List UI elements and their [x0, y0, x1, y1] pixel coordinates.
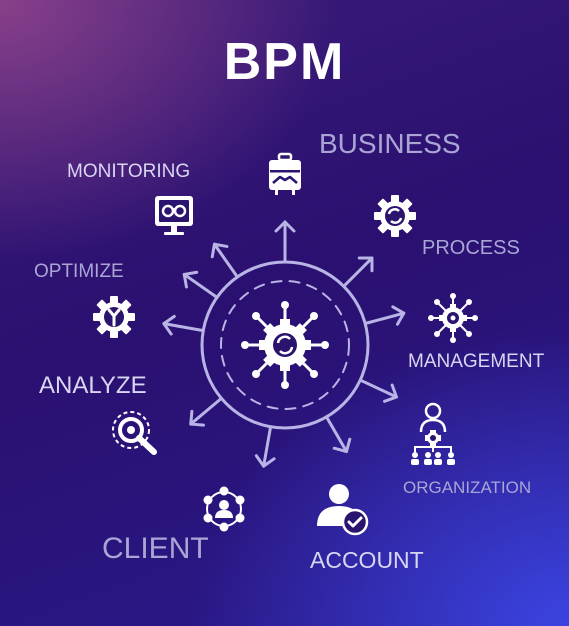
arrow-line-4	[326, 417, 348, 454]
label-management: MANAGEMENT	[408, 351, 545, 372]
arrow-line-8	[182, 272, 217, 298]
label-business: BUSINESS	[319, 128, 461, 159]
gear-network-icon	[428, 293, 478, 343]
center-gear-network-icon	[241, 301, 329, 389]
arrow-head-3	[383, 383, 398, 403]
user-check-icon	[317, 484, 369, 536]
monitor-binoculars-icon	[155, 196, 193, 235]
label-process: PROCESS	[422, 237, 520, 259]
arrow-head-0	[274, 220, 296, 233]
gear-refresh-icon	[374, 195, 416, 237]
arrow-line-5	[262, 427, 272, 468]
arrow-head-2	[391, 305, 406, 326]
radial-arrows	[162, 220, 406, 468]
label-monitoring: MONITORING	[67, 161, 191, 182]
label-organization: ORGANIZATION	[403, 478, 532, 497]
inner-dashed-ring	[220, 280, 350, 410]
arrow-head-1	[357, 256, 374, 273]
label-analyze: ANALYZE	[39, 372, 147, 399]
briefcase-handshake-icon	[269, 152, 301, 195]
arrow-head-7	[162, 314, 176, 336]
outer-ring	[200, 260, 370, 430]
label-optimize: OPTIMIZE	[34, 261, 124, 282]
page-title: BPM	[223, 33, 346, 91]
arrow-head-4	[332, 437, 352, 454]
arrow-line-7	[162, 322, 203, 332]
arrow-line-6	[189, 398, 222, 426]
arrow-head-9	[210, 242, 229, 259]
arrow-head-8	[182, 270, 199, 289]
arrow-line-1	[343, 256, 374, 287]
magnifier-target-icon	[112, 411, 157, 455]
arrow-head-5	[254, 454, 276, 468]
user-network-icon	[203, 486, 245, 532]
arrow-head-6	[189, 409, 205, 427]
label-client: CLIENT	[102, 532, 209, 565]
label-account: ACCOUNT	[310, 547, 424, 573]
arrow-line-9	[212, 242, 238, 277]
arrow-line-2	[365, 311, 406, 325]
org-chart-icon	[411, 402, 455, 465]
gear-wrench-icon	[93, 296, 135, 338]
arrow-line-3	[360, 379, 398, 399]
